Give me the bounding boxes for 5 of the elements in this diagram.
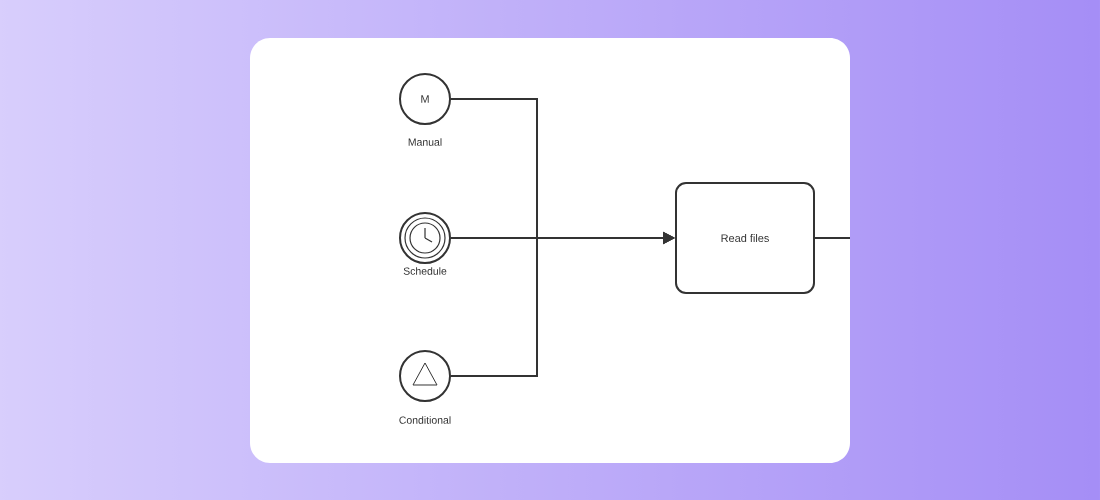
task-box: Read files: [675, 182, 815, 294]
event-label: Manual: [408, 138, 442, 146]
event-circle: [399, 350, 451, 402]
event-label: Schedule: [403, 267, 447, 275]
event-label: Conditional: [399, 416, 451, 424]
